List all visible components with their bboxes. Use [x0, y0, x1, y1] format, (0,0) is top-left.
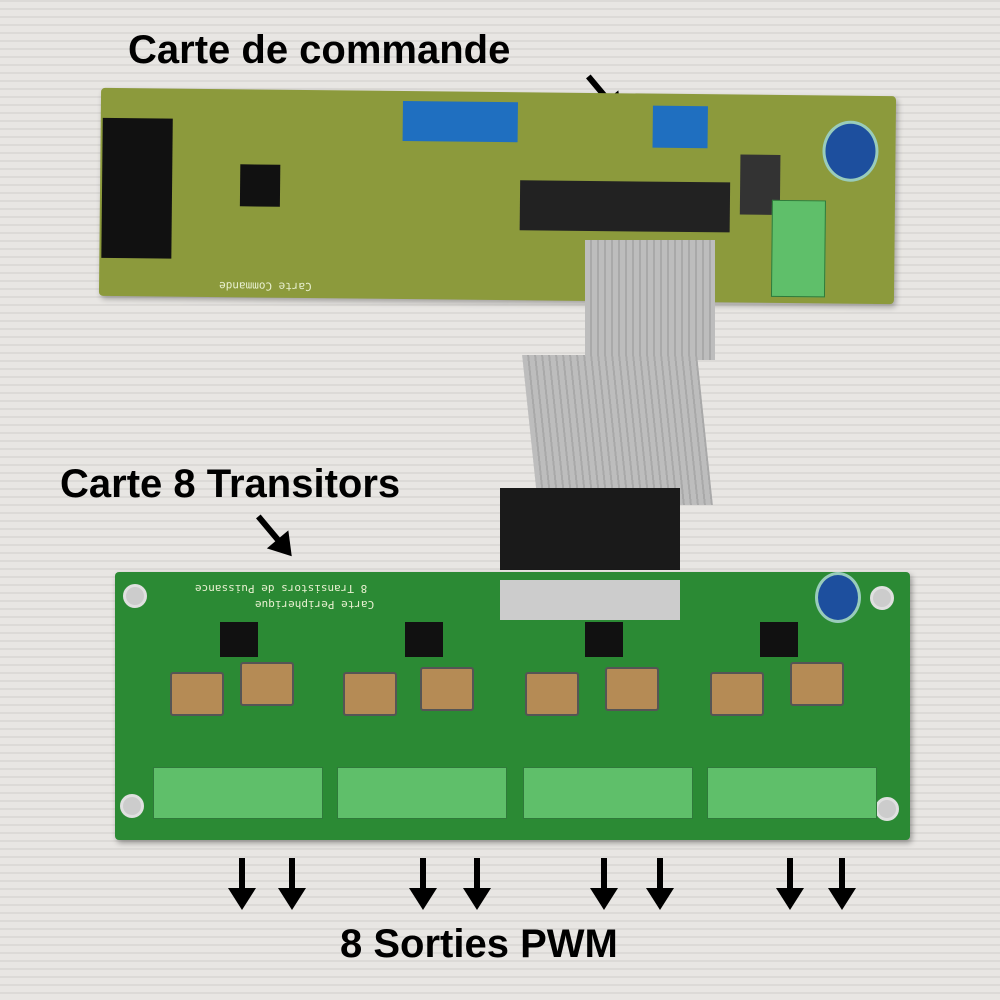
power-terminal — [770, 199, 826, 298]
terminal-block — [153, 767, 323, 819]
chip — [239, 164, 281, 207]
dip-switch — [402, 101, 518, 143]
arrow-down-icon — [828, 858, 856, 913]
chip — [585, 622, 623, 657]
chip — [405, 622, 443, 657]
terminal-block — [337, 767, 507, 819]
transistor — [420, 667, 474, 711]
transistor — [605, 667, 659, 711]
pcb-text: 8 Transistors de Puissance — [195, 582, 368, 595]
arrow-down-icon — [463, 858, 491, 913]
transistor — [525, 672, 579, 716]
transistor — [240, 662, 294, 706]
mount-hole — [870, 586, 894, 610]
pcb-text: Carte Peripherique — [255, 598, 375, 611]
label-control-board: Carte de commande — [128, 28, 511, 72]
arrow-down-icon — [228, 858, 256, 913]
transistor — [343, 672, 397, 716]
ribbon-connector — [519, 180, 731, 233]
arrow-down-icon — [278, 858, 306, 913]
arrow-down-icon — [776, 858, 804, 913]
dip-switch — [652, 105, 708, 149]
transistor — [710, 672, 764, 716]
label-transistor-board: Carte 8 Transitors — [60, 462, 401, 506]
transistor-board: 8 Transistors de Puissance Carte Periphe… — [115, 572, 910, 840]
control-board: Carte Commande — [98, 87, 897, 305]
chip — [220, 622, 258, 657]
capacitor — [815, 572, 861, 623]
transistor — [790, 662, 844, 706]
mount-hole — [123, 584, 147, 608]
arrow-down-icon — [409, 858, 437, 913]
ribbon-connector — [500, 488, 680, 570]
capacitor — [822, 120, 879, 182]
pcb-text: Carte Commande — [218, 279, 312, 294]
ribbon-cable — [585, 240, 715, 360]
ribbon-cable — [522, 355, 713, 505]
label-outputs: 8 Sorties PWM — [340, 922, 618, 966]
din-connector — [101, 117, 173, 259]
arrow-down-icon — [590, 858, 618, 913]
header-connector — [500, 580, 680, 620]
mount-hole — [120, 794, 144, 818]
chip — [760, 622, 798, 657]
terminal-block — [523, 767, 693, 819]
transistor — [170, 672, 224, 716]
mount-hole — [875, 797, 899, 821]
terminal-block — [707, 767, 877, 819]
arrow-down-icon — [646, 858, 674, 913]
